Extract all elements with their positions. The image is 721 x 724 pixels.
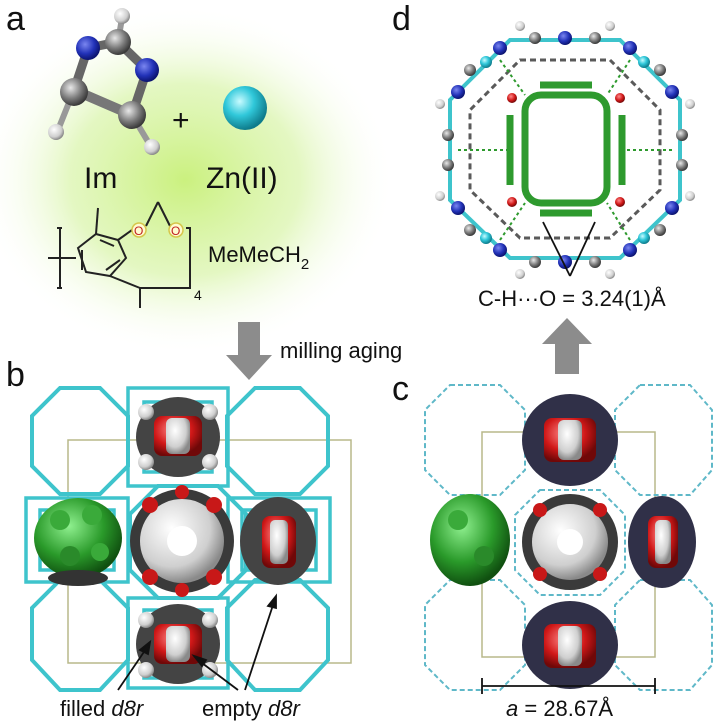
oxygen-atom-right — [168, 222, 184, 238]
substituent-subscript: 2 — [301, 256, 309, 273]
empty-d8r-label: empty d8r — [202, 696, 302, 721]
guest-left-green-b — [34, 498, 122, 586]
imidazole-molecule — [48, 8, 160, 155]
panel-b: filled d8r empty d8r — [24, 386, 352, 721]
cell-parameter-label: a = 28.67Å — [506, 696, 613, 721]
oxygen-label-right: O — [171, 224, 180, 238]
annotation-arrows-b — [117, 593, 277, 691]
hydrogen-bonds-d — [458, 59, 672, 241]
panel-a: + Im Zn(II) O O 4 MeMeCH2 — [0, 5, 402, 380]
ch-o-distance-label: C-H···O = 3.24(1)Å — [478, 286, 666, 311]
guest-top-c — [522, 394, 618, 486]
panel-d: C-H···O = 3.24(1)Å — [435, 21, 695, 311]
substituent-label: MeMeCH2 — [208, 242, 309, 273]
guest-bottom-b — [136, 604, 220, 684]
plus-sign: + — [172, 104, 190, 137]
substituent-main: MeMeCH — [208, 242, 301, 267]
milling-aging-label: milling aging — [280, 338, 402, 363]
filled-d8r-label: filled d8r — [60, 696, 145, 721]
upward-arrow — [542, 318, 592, 374]
guest-bottom-c — [522, 601, 618, 689]
framework-c — [424, 384, 713, 691]
oxygen-label-left: O — [134, 224, 143, 238]
guest-right-b — [240, 497, 316, 585]
milling-arrow — [226, 322, 272, 380]
panel-label-b: b — [6, 356, 25, 394]
oxygen-atom-left — [131, 222, 147, 238]
panel-label-a: a — [6, 0, 25, 38]
cell-parameter-bracket — [481, 678, 656, 694]
repeat-subscript: 4 — [194, 287, 202, 303]
callout-lines-d — [542, 221, 596, 277]
zinc-ion-sphere — [223, 86, 267, 130]
ligand-label: Im — [84, 162, 117, 195]
guest-right-c — [628, 496, 696, 588]
metal-label: Zn(II) — [206, 162, 278, 195]
guest-center-b — [130, 485, 234, 597]
panel-label-c: c — [392, 370, 409, 408]
green-glow-background — [0, 5, 395, 355]
panel-c: a = 28.67Å — [424, 384, 713, 721]
guest-left-green-c — [430, 494, 510, 586]
guest-center-c — [522, 494, 618, 590]
macrocycle-structure — [48, 201, 191, 308]
guest-top-b — [136, 397, 220, 477]
guest-macrocycle-d — [506, 81, 626, 217]
panel-label-d: d — [392, 0, 411, 38]
framework-ring-d — [435, 21, 695, 279]
